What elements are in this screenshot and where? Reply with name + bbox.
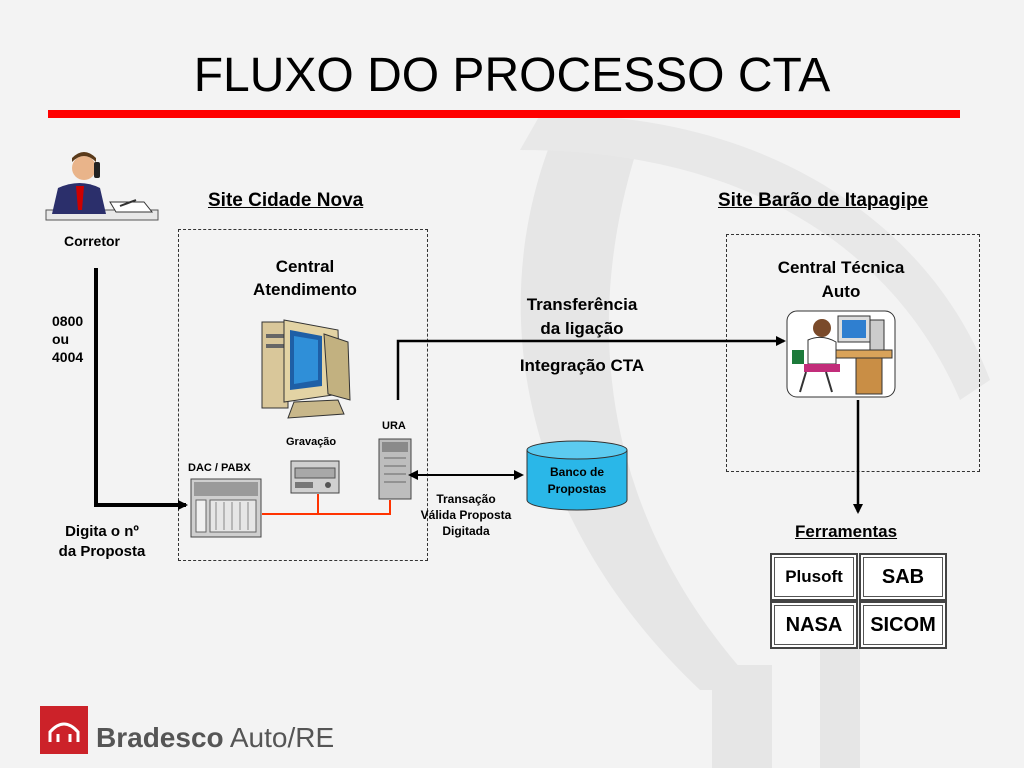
corretor-label: Corretor: [64, 233, 121, 249]
digita-line-2: da Proposta: [58, 543, 146, 560]
device-link-line: [262, 494, 391, 515]
transferencia-label: Transferência da ligação: [496, 293, 668, 341]
site-barao-box: [726, 234, 980, 472]
logo-brand: Bradesco: [96, 722, 224, 753]
central-atendimento-line-2: Atendimento: [253, 280, 357, 299]
digita-label: Digita o nº da Proposta: [40, 522, 164, 562]
recorder-icon: [290, 460, 340, 494]
bradesco-logo-text: Bradesco Auto/RE: [96, 722, 334, 754]
ura-server-icon: [378, 438, 412, 500]
phone-numbers: 0800 ou 4004: [52, 312, 83, 366]
central-atendimento-label: Central Atendimento: [230, 255, 380, 301]
site-cidade-nova-heading: Site Cidade Nova: [208, 190, 364, 211]
tool-plusoft: Plusoft: [770, 553, 858, 601]
site-cidade-nova-box: [178, 229, 428, 561]
central-tecnica-label: Central Técnica Auto: [758, 256, 924, 304]
central-tecnica-line-2: Auto: [821, 282, 861, 301]
transacao-label: Transação Válida Proposta Digitada: [404, 491, 528, 539]
tool-sicom: SICOM: [859, 601, 947, 649]
transfer-arrow: [396, 336, 786, 400]
digita-line-1: Digita o nº: [65, 523, 139, 540]
phone-0800: 0800: [52, 313, 84, 329]
integracao-label: Integração CTA: [519, 356, 645, 375]
title-underline: [48, 110, 960, 118]
transacao-line-1: Transação: [436, 492, 496, 506]
banco-line-2: Propostas: [547, 482, 607, 496]
ferramentas-heading: Ferramentas: [795, 522, 898, 541]
gravacao-label: Gravação: [286, 436, 337, 448]
database-icon: [526, 440, 628, 511]
dac-pabx-label: DAC / PABX: [188, 462, 251, 474]
transacao-line-3: Digitada: [442, 524, 490, 538]
tool-nasa: NASA: [770, 601, 858, 649]
tool-sab: SAB: [859, 553, 947, 601]
banco-label: Banco de Propostas: [526, 464, 628, 498]
page-title: FLUXO DO PROCESSO CTA: [193, 49, 831, 102]
transacao-line-2: Válida Proposta: [420, 508, 512, 522]
banco-line-1: Banco de: [549, 465, 604, 479]
bradesco-logo-icon: [40, 706, 88, 754]
computer-icon: [261, 319, 351, 419]
phone-4004: 4004: [52, 349, 84, 365]
site-barao-heading: Site Barão de Itapagipe: [718, 190, 929, 211]
transferencia-line-1: Transferência: [526, 295, 638, 314]
ura-label: URA: [382, 420, 406, 432]
corretor-to-pabx-arrow: [94, 268, 188, 510]
phone-ou: ou: [52, 331, 70, 347]
pabx-icon: [190, 478, 262, 538]
operator-icon: [786, 310, 896, 398]
central-tecnica-line-1: Central Técnica: [777, 258, 905, 277]
transferencia-line-2: da ligação: [540, 319, 624, 338]
logo-product: Auto/RE: [229, 722, 335, 753]
central-atendimento-line-1: Central: [275, 257, 335, 276]
corretor-icon: [45, 152, 159, 221]
